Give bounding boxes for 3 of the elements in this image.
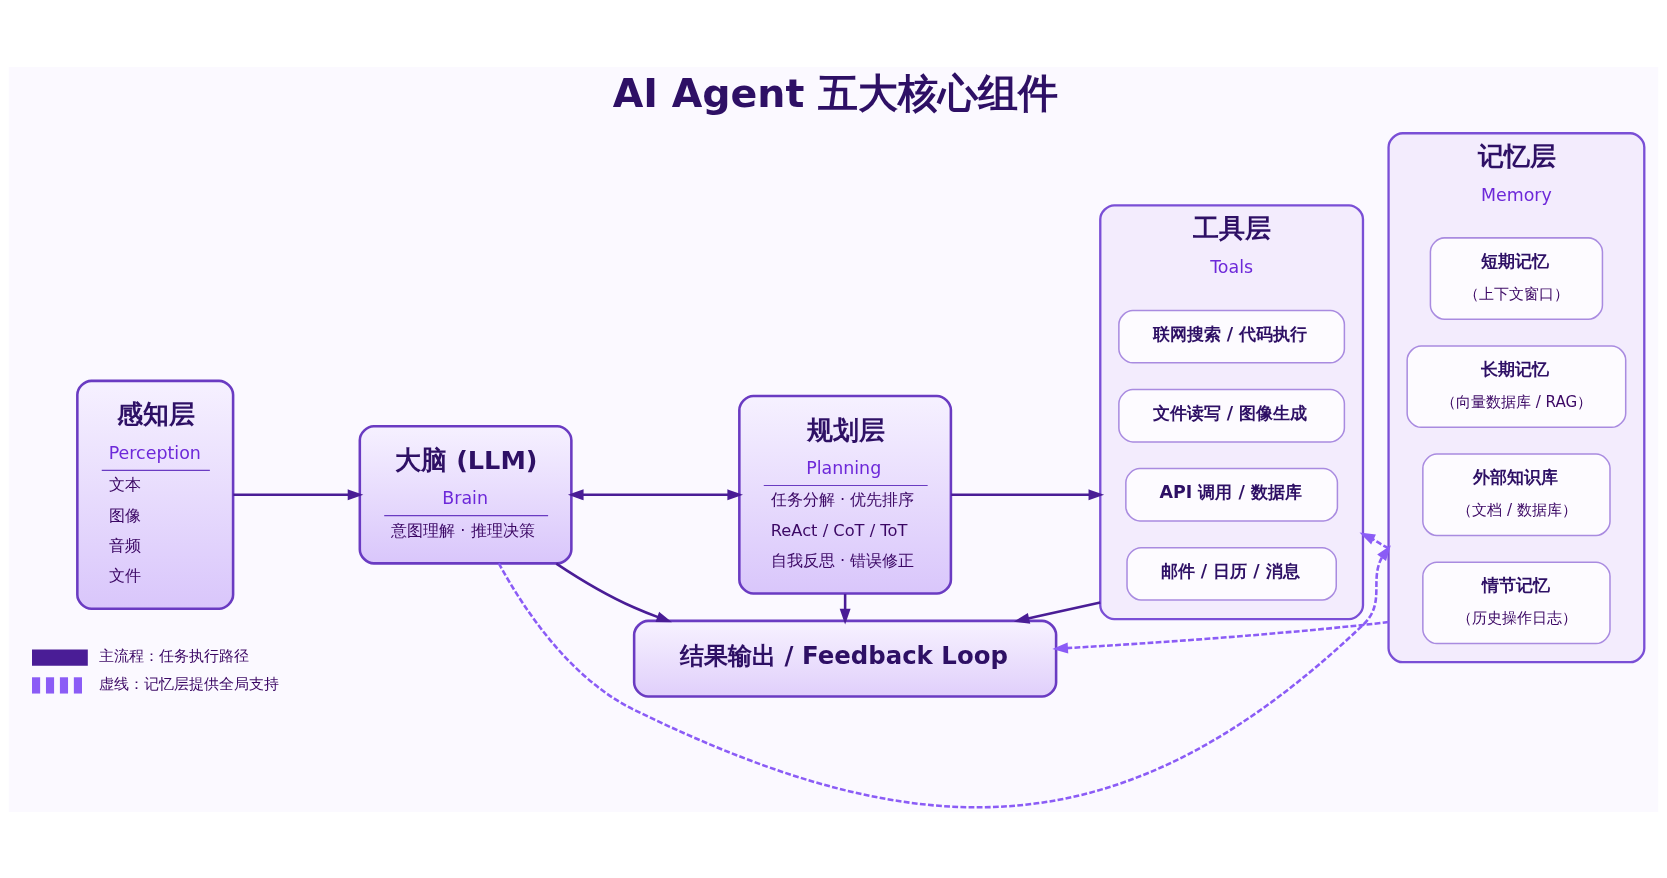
diagram-title: AI Agent 五大核心组件 [612, 69, 1059, 116]
legend-label: 主流程：任务执行路径 [99, 646, 250, 665]
legend-label: 虚线：记忆层提供全局支持 [99, 674, 280, 693]
